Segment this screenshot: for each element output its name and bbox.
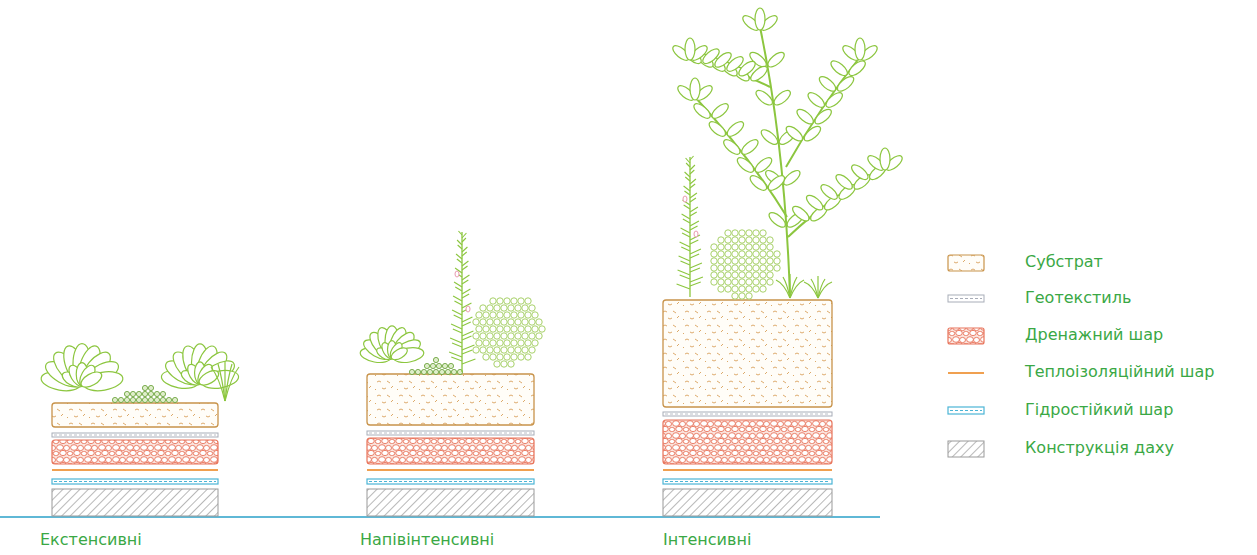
- succulent: [40, 343, 125, 394]
- roof-stack: [52, 403, 218, 516]
- flowering-herb: [449, 231, 475, 372]
- ground-cover: [112, 385, 177, 402]
- grass: [211, 361, 239, 401]
- legend-label: Субстрат: [1025, 252, 1103, 271]
- roof-stack: [663, 300, 832, 516]
- roof-type-caption: Напівінтенсивні: [360, 530, 494, 549]
- shrub: [711, 230, 780, 299]
- succulent: [359, 325, 425, 364]
- legend-label: Гідростійкий шар: [1025, 400, 1173, 419]
- ground-cover: [409, 357, 462, 374]
- roof-type-caption: Інтенсивні: [663, 530, 751, 549]
- legend-sample: [948, 255, 984, 271]
- roof-stack: [367, 374, 534, 516]
- legend-sample: [948, 441, 984, 457]
- legend-sample: [948, 407, 984, 414]
- roof-type-caption: Екстенсивні: [40, 530, 142, 549]
- legend-sample: [948, 295, 984, 302]
- shrub: [473, 298, 545, 367]
- legend-label: Конструкція даху: [1025, 438, 1174, 457]
- legend-label: Теплоізоляційний шар: [1025, 362, 1214, 381]
- grass: [804, 276, 832, 298]
- legend-sample: [948, 373, 984, 374]
- legend-sample: [948, 328, 984, 344]
- legend-label: Геотекстиль: [1025, 288, 1131, 307]
- grass: [776, 274, 804, 298]
- flowering-herb: [677, 156, 703, 297]
- legend-label: Дренажний шар: [1025, 325, 1163, 344]
- tree: [670, 8, 904, 297]
